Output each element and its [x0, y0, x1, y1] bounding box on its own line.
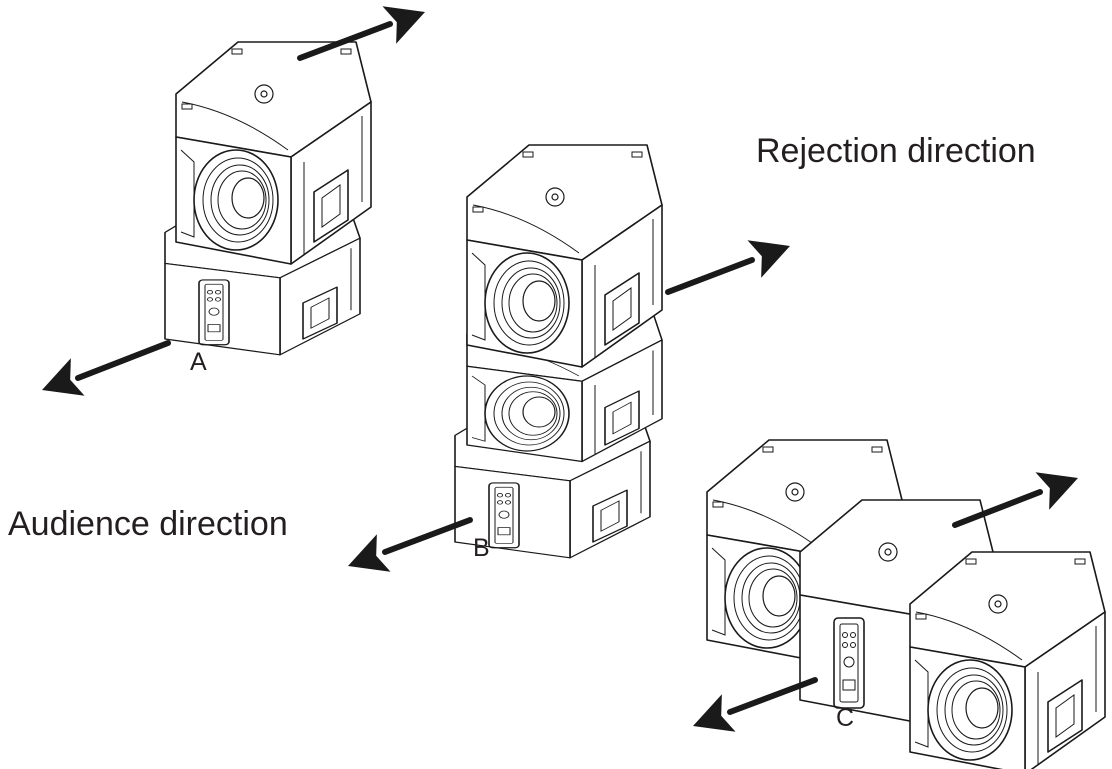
config-c-row	[706, 439, 1106, 769]
direction-arrow-icon	[35, 340, 171, 409]
direction-arrow-icon	[686, 677, 818, 745]
subwoofer-cabinet-icon	[909, 551, 1106, 769]
direction-arrow-icon	[341, 517, 473, 585]
config-a-label: A	[190, 348, 207, 376]
config-c-label: C	[836, 704, 854, 732]
direction-arrow-icon	[297, 0, 432, 61]
config-b-label: B	[473, 534, 490, 562]
audience-direction-label: Audience direction	[8, 505, 288, 543]
config-a-stack	[164, 41, 372, 356]
direction-arrow-icon	[952, 459, 1085, 528]
direction-arrow-icon	[665, 227, 797, 295]
config-b-stack	[454, 144, 663, 559]
rejection-direction-label: Rejection direction	[756, 132, 1036, 170]
